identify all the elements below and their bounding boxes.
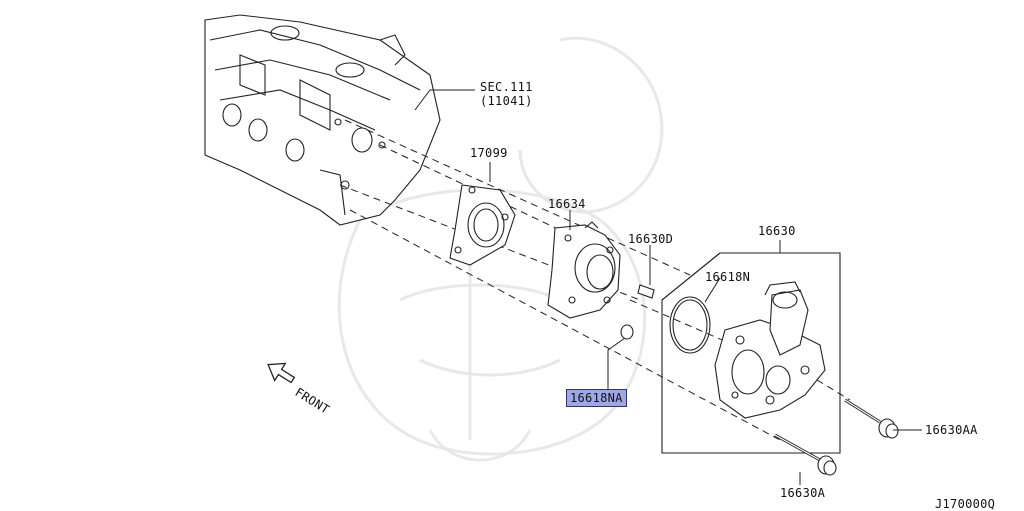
dowel-16630D[interactable] <box>637 284 655 299</box>
o-ring-16618N[interactable] <box>669 296 711 354</box>
front-arrow-icon <box>267 362 296 384</box>
cylinder-head <box>204 14 441 226</box>
o-ring-16618NA[interactable] <box>620 324 634 340</box>
bolt-16630A[interactable] <box>774 433 837 476</box>
adapter-16634[interactable] <box>547 221 621 319</box>
label-16630A[interactable]: 16630A <box>780 486 826 500</box>
pump-assembly-frame <box>661 252 841 454</box>
label-17099[interactable]: 17099 <box>470 146 508 160</box>
label-16630AA[interactable]: 16630AA <box>925 423 978 437</box>
label-sec-ref[interactable]: SEC.111 <box>480 80 533 94</box>
diagram-code: J170000Q <box>935 497 996 511</box>
leader-lines <box>414 89 922 485</box>
label-16630D[interactable]: 16630D <box>628 232 674 246</box>
label-16634[interactable]: 16634 <box>548 197 586 211</box>
vacuum-pump-body[interactable] <box>714 281 826 419</box>
bolt-16630AA[interactable] <box>844 398 899 439</box>
gasket-17099[interactable] <box>449 184 516 266</box>
label-sec-ref-sub: (11041) <box>480 94 533 108</box>
label-16618N[interactable]: 16618N <box>705 270 751 284</box>
label-16630[interactable]: 16630 <box>758 224 796 238</box>
label-16618NA[interactable]: 16618NA <box>566 389 627 407</box>
